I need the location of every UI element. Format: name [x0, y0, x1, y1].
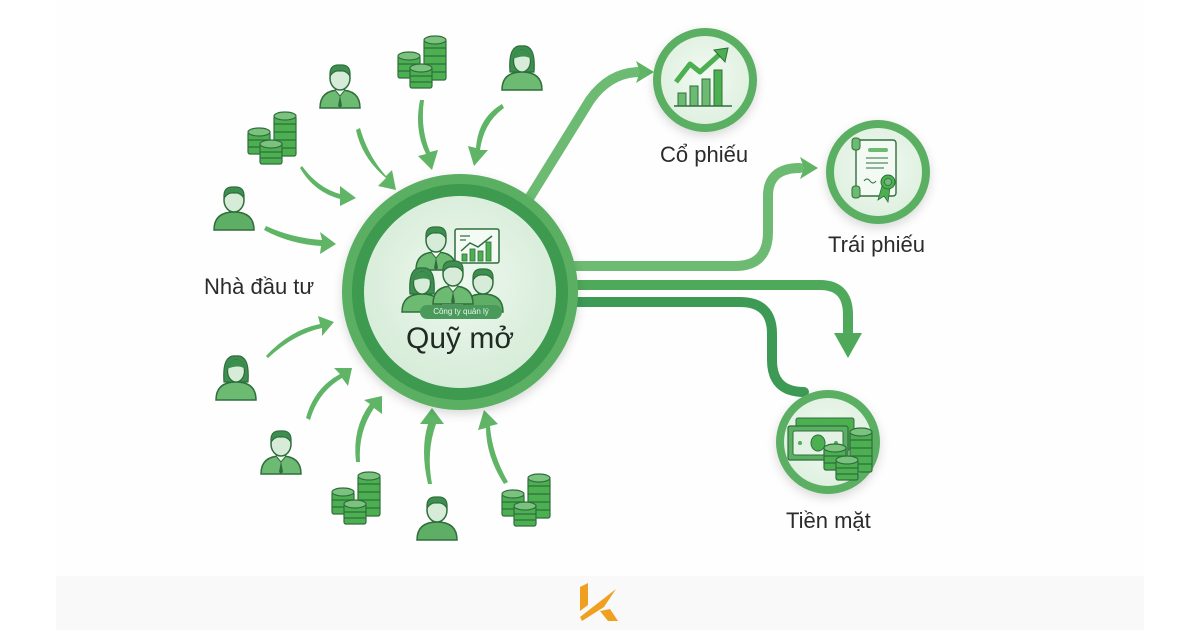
investor-person-icon: [215, 355, 257, 401]
bond-certificate-icon: [851, 137, 897, 204]
arrow-to-cash: [565, 297, 809, 397]
management-company-badge: Công ty quản lý: [420, 305, 502, 319]
stock-chart-icon: [674, 47, 732, 107]
stocks-label: Cổ phiếu: [660, 142, 749, 167]
investor-coins-icon: [331, 471, 381, 525]
bonds-label: Trái phiếu: [828, 232, 926, 257]
cash-coins-icon: [787, 417, 873, 481]
open-fund-title: Quỹ mở: [405, 322, 515, 355]
input-arrows: [264, 100, 508, 484]
output-arrows: [520, 67, 853, 397]
arrow-to-stocks: [520, 67, 645, 210]
investor-coins-icon: [247, 111, 297, 165]
investor-person-icon: [319, 64, 361, 109]
k-logo: [580, 583, 618, 621]
investor-coins-icon: [501, 473, 551, 527]
investors-label: Nhà đầu tư: [204, 274, 315, 299]
investor-coins-icon: [397, 35, 447, 89]
investor-person-icon: [416, 496, 458, 541]
background-panel: [56, 0, 1144, 630]
investor-person-icon: [260, 430, 302, 475]
arrow-down: [565, 280, 853, 340]
management-team-icon: [401, 226, 504, 313]
arrow-to-bonds: [561, 163, 805, 271]
investor-person-icon: [501, 45, 543, 91]
cash-label: Tiền mặt: [786, 508, 871, 533]
arrowhead-down: [834, 333, 862, 358]
investor-person-icon: [213, 186, 255, 231]
